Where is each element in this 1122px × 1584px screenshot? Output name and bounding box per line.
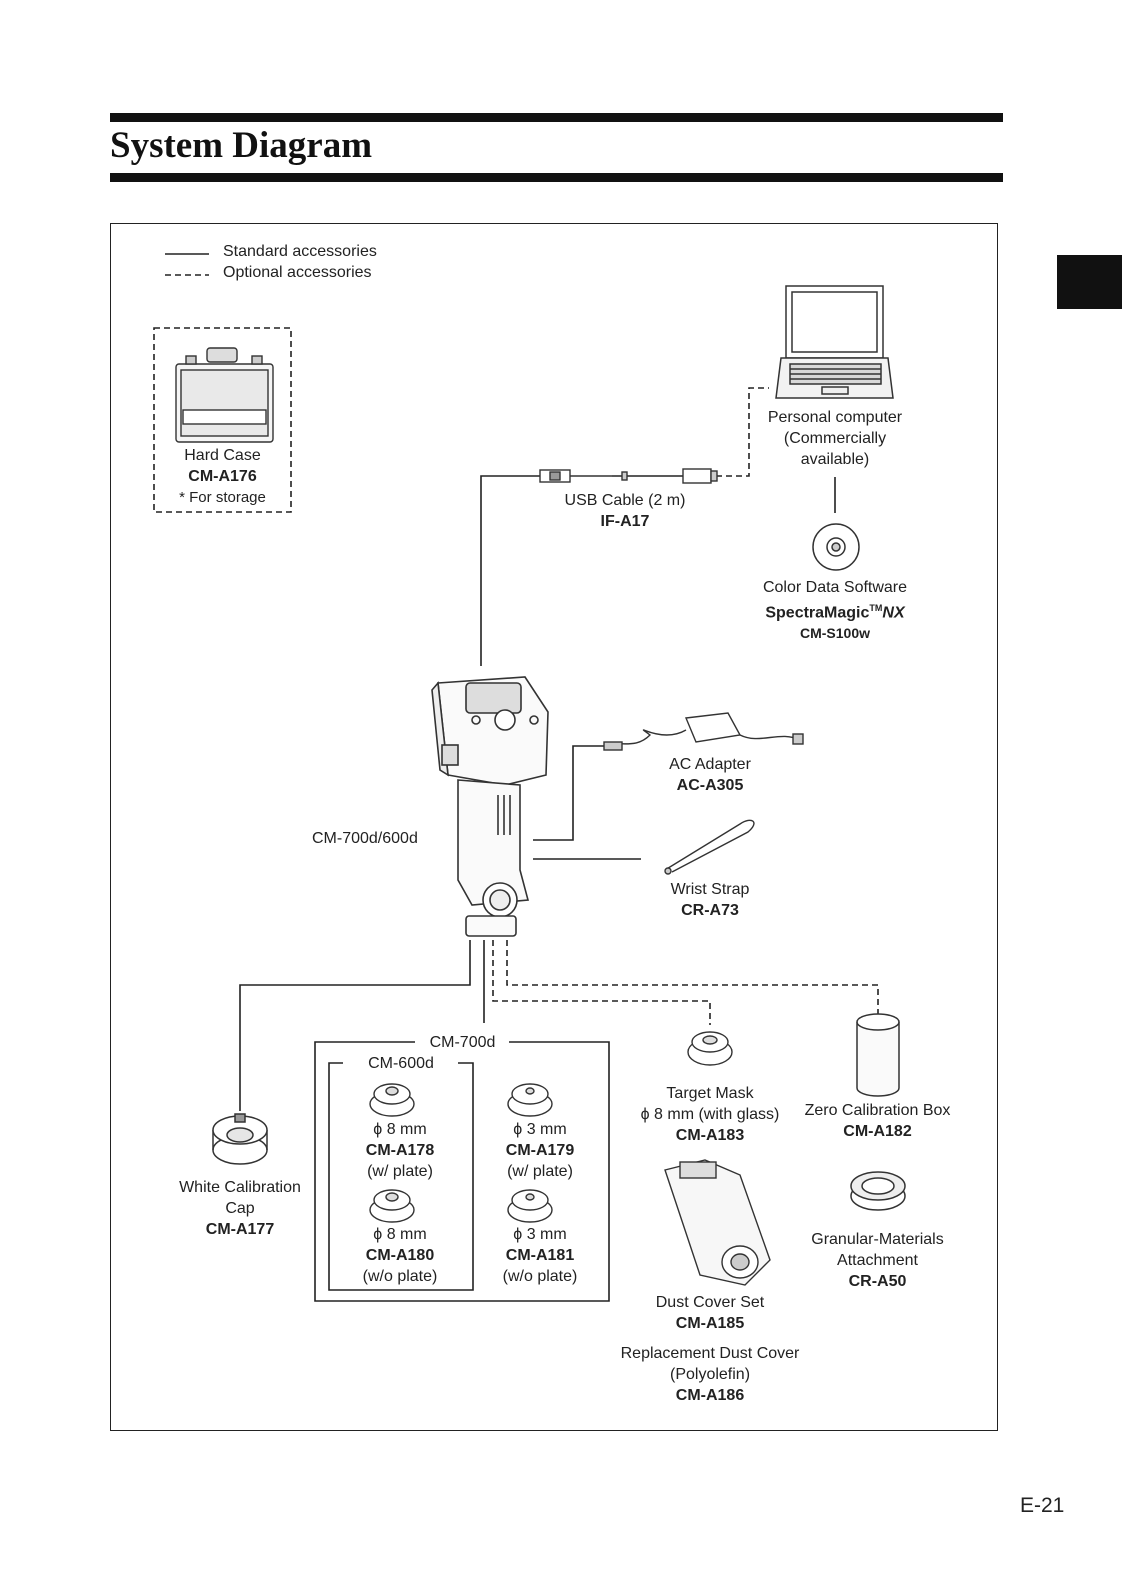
replacement-cover-line1: Replacement Dust Cover — [620, 1345, 800, 1362]
computer-label: Personal computer (Commercially availabl… — [755, 407, 915, 470]
mask-a180-code: CM-A180 — [365, 1247, 435, 1264]
hard-case-note: * For storage — [179, 489, 266, 506]
hard-case-name: Hard Case — [184, 447, 261, 464]
cd-icon — [812, 523, 860, 571]
ac-adapter-icon — [603, 712, 804, 751]
granular-code: CR-A50 — [848, 1273, 907, 1290]
hard-case-label: Hard Case CM-A176 * For storage — [154, 445, 291, 508]
granular-attachment-icon — [850, 1171, 906, 1211]
top-rule — [110, 113, 1003, 122]
dust-cover-code: CM-A185 — [675, 1315, 745, 1332]
white-cap-line1: White Calibration — [179, 1179, 301, 1196]
replacement-cover-line2: (Polyolefin) — [669, 1366, 751, 1383]
wrist-strap-label: Wrist Strap CR-A73 — [650, 879, 770, 921]
software-label: Color Data Software SpectraMagicTMNX CM-… — [745, 577, 925, 644]
target-mask-size: ϕ 8 mm (with glass) — [640, 1106, 780, 1123]
spectrophotometer-icon — [431, 676, 549, 937]
replacement-cover-label: Replacement Dust Cover (Polyolefin) CM-A… — [605, 1343, 815, 1406]
usb-cable-label: USB Cable (2 m) IF-A17 — [545, 490, 705, 532]
usb-cable-code: IF-A17 — [600, 513, 650, 530]
wrist-strap-code: CR-A73 — [681, 902, 739, 919]
page-title: System Diagram — [110, 125, 373, 166]
software-brand-line: SpectraMagicTMNX — [745, 598, 925, 623]
zero-box-icon — [856, 1013, 900, 1097]
software-tm: TM — [869, 603, 883, 613]
target-mask-code: CM-A183 — [675, 1127, 745, 1144]
computer-line1: Personal computer — [767, 409, 903, 426]
wrist-strap-name: Wrist Strap — [670, 881, 750, 898]
software-suffix: NX — [882, 604, 905, 622]
white-cap-label: White Calibration Cap CM-A177 — [165, 1177, 315, 1240]
usb-cable-name: USB Cable (2 m) — [564, 492, 686, 509]
mask-a181-label: ϕ 3 mm CM-A181 (w/o plate) — [475, 1224, 605, 1287]
zero-box-code: CM-A182 — [843, 1123, 912, 1140]
granular-line2: Attachment — [837, 1252, 918, 1269]
legend-standard: Standard accessories — [223, 243, 377, 260]
computer-line3: available) — [800, 451, 870, 468]
mask-a178-code: CM-A178 — [365, 1142, 435, 1159]
mask-a179-size: ϕ 3 mm — [513, 1121, 567, 1138]
target-mask-label: Target Mask ϕ 8 mm (with glass) CM-A183 — [630, 1083, 790, 1146]
dust-cover-label: Dust Cover Set CM-A185 — [635, 1292, 785, 1334]
software-brand: SpectraMagic — [765, 604, 870, 622]
group-600d-label: CM-600d — [368, 1055, 434, 1072]
ac-adapter-name: AC Adapter — [669, 756, 751, 773]
mask-a181-plate: (w/o plate) — [502, 1268, 578, 1285]
legend-optional: Optional accessories — [223, 264, 372, 281]
laptop-icon — [775, 285, 894, 399]
bottom-rule — [110, 173, 1003, 182]
mask-a180-plate: (w/o plate) — [362, 1268, 438, 1285]
hard-case-code: CM-A176 — [188, 468, 257, 485]
target-mask-icon — [369, 1031, 733, 1223]
software-name: Color Data Software — [762, 579, 908, 596]
wrist-strap-icon — [664, 819, 755, 875]
computer-line2: (Commercially — [783, 430, 887, 447]
granular-label: Granular-Materials Attachment CR-A50 — [800, 1229, 955, 1292]
mask-a181-size: ϕ 3 mm — [513, 1226, 567, 1243]
white-cap-code: CM-A177 — [205, 1221, 275, 1238]
mask-a178-label: ϕ 8 mm CM-A178 (w/ plate) — [335, 1119, 465, 1182]
diagram-frame — [110, 223, 998, 1431]
target-mask-name: Target Mask — [666, 1085, 754, 1102]
granular-line1: Granular-Materials — [811, 1231, 944, 1248]
white-cap-line2: Cap — [225, 1200, 255, 1217]
group-700d-label: CM-700d — [429, 1034, 496, 1051]
mask-a178-size: ϕ 8 mm — [373, 1121, 427, 1138]
ac-adapter-label: AC Adapter AC-A305 — [650, 754, 770, 796]
mask-a181-code: CM-A181 — [505, 1247, 575, 1264]
mask-a179-plate: (w/ plate) — [507, 1163, 573, 1180]
instrument-label: CM-700d/600d — [312, 830, 418, 847]
dust-cover-icon — [664, 1159, 771, 1286]
replacement-cover-code: CM-A186 — [675, 1387, 745, 1404]
hard-case-icon — [175, 347, 274, 443]
mask-a179-code: CM-A179 — [505, 1142, 575, 1159]
calibration-cap-icon — [212, 1113, 268, 1165]
mask-a179-label: ϕ 3 mm CM-A179 (w/ plate) — [475, 1119, 605, 1182]
usb-cable-icon — [539, 468, 718, 484]
dust-cover-name: Dust Cover Set — [655, 1294, 765, 1311]
mask-a180-size: ϕ 8 mm — [373, 1226, 427, 1243]
zero-box-name: Zero Calibration Box — [804, 1102, 951, 1119]
page-number: E-21 — [1020, 1494, 1065, 1517]
section-tab — [1057, 255, 1122, 309]
zero-box-label: Zero Calibration Box CM-A182 — [795, 1100, 960, 1142]
ac-adapter-code: AC-A305 — [676, 777, 744, 794]
software-code: CM-S100w — [799, 625, 871, 642]
mask-a180-label: ϕ 8 mm CM-A180 (w/o plate) — [335, 1224, 465, 1287]
mask-a178-plate: (w/ plate) — [367, 1163, 433, 1180]
